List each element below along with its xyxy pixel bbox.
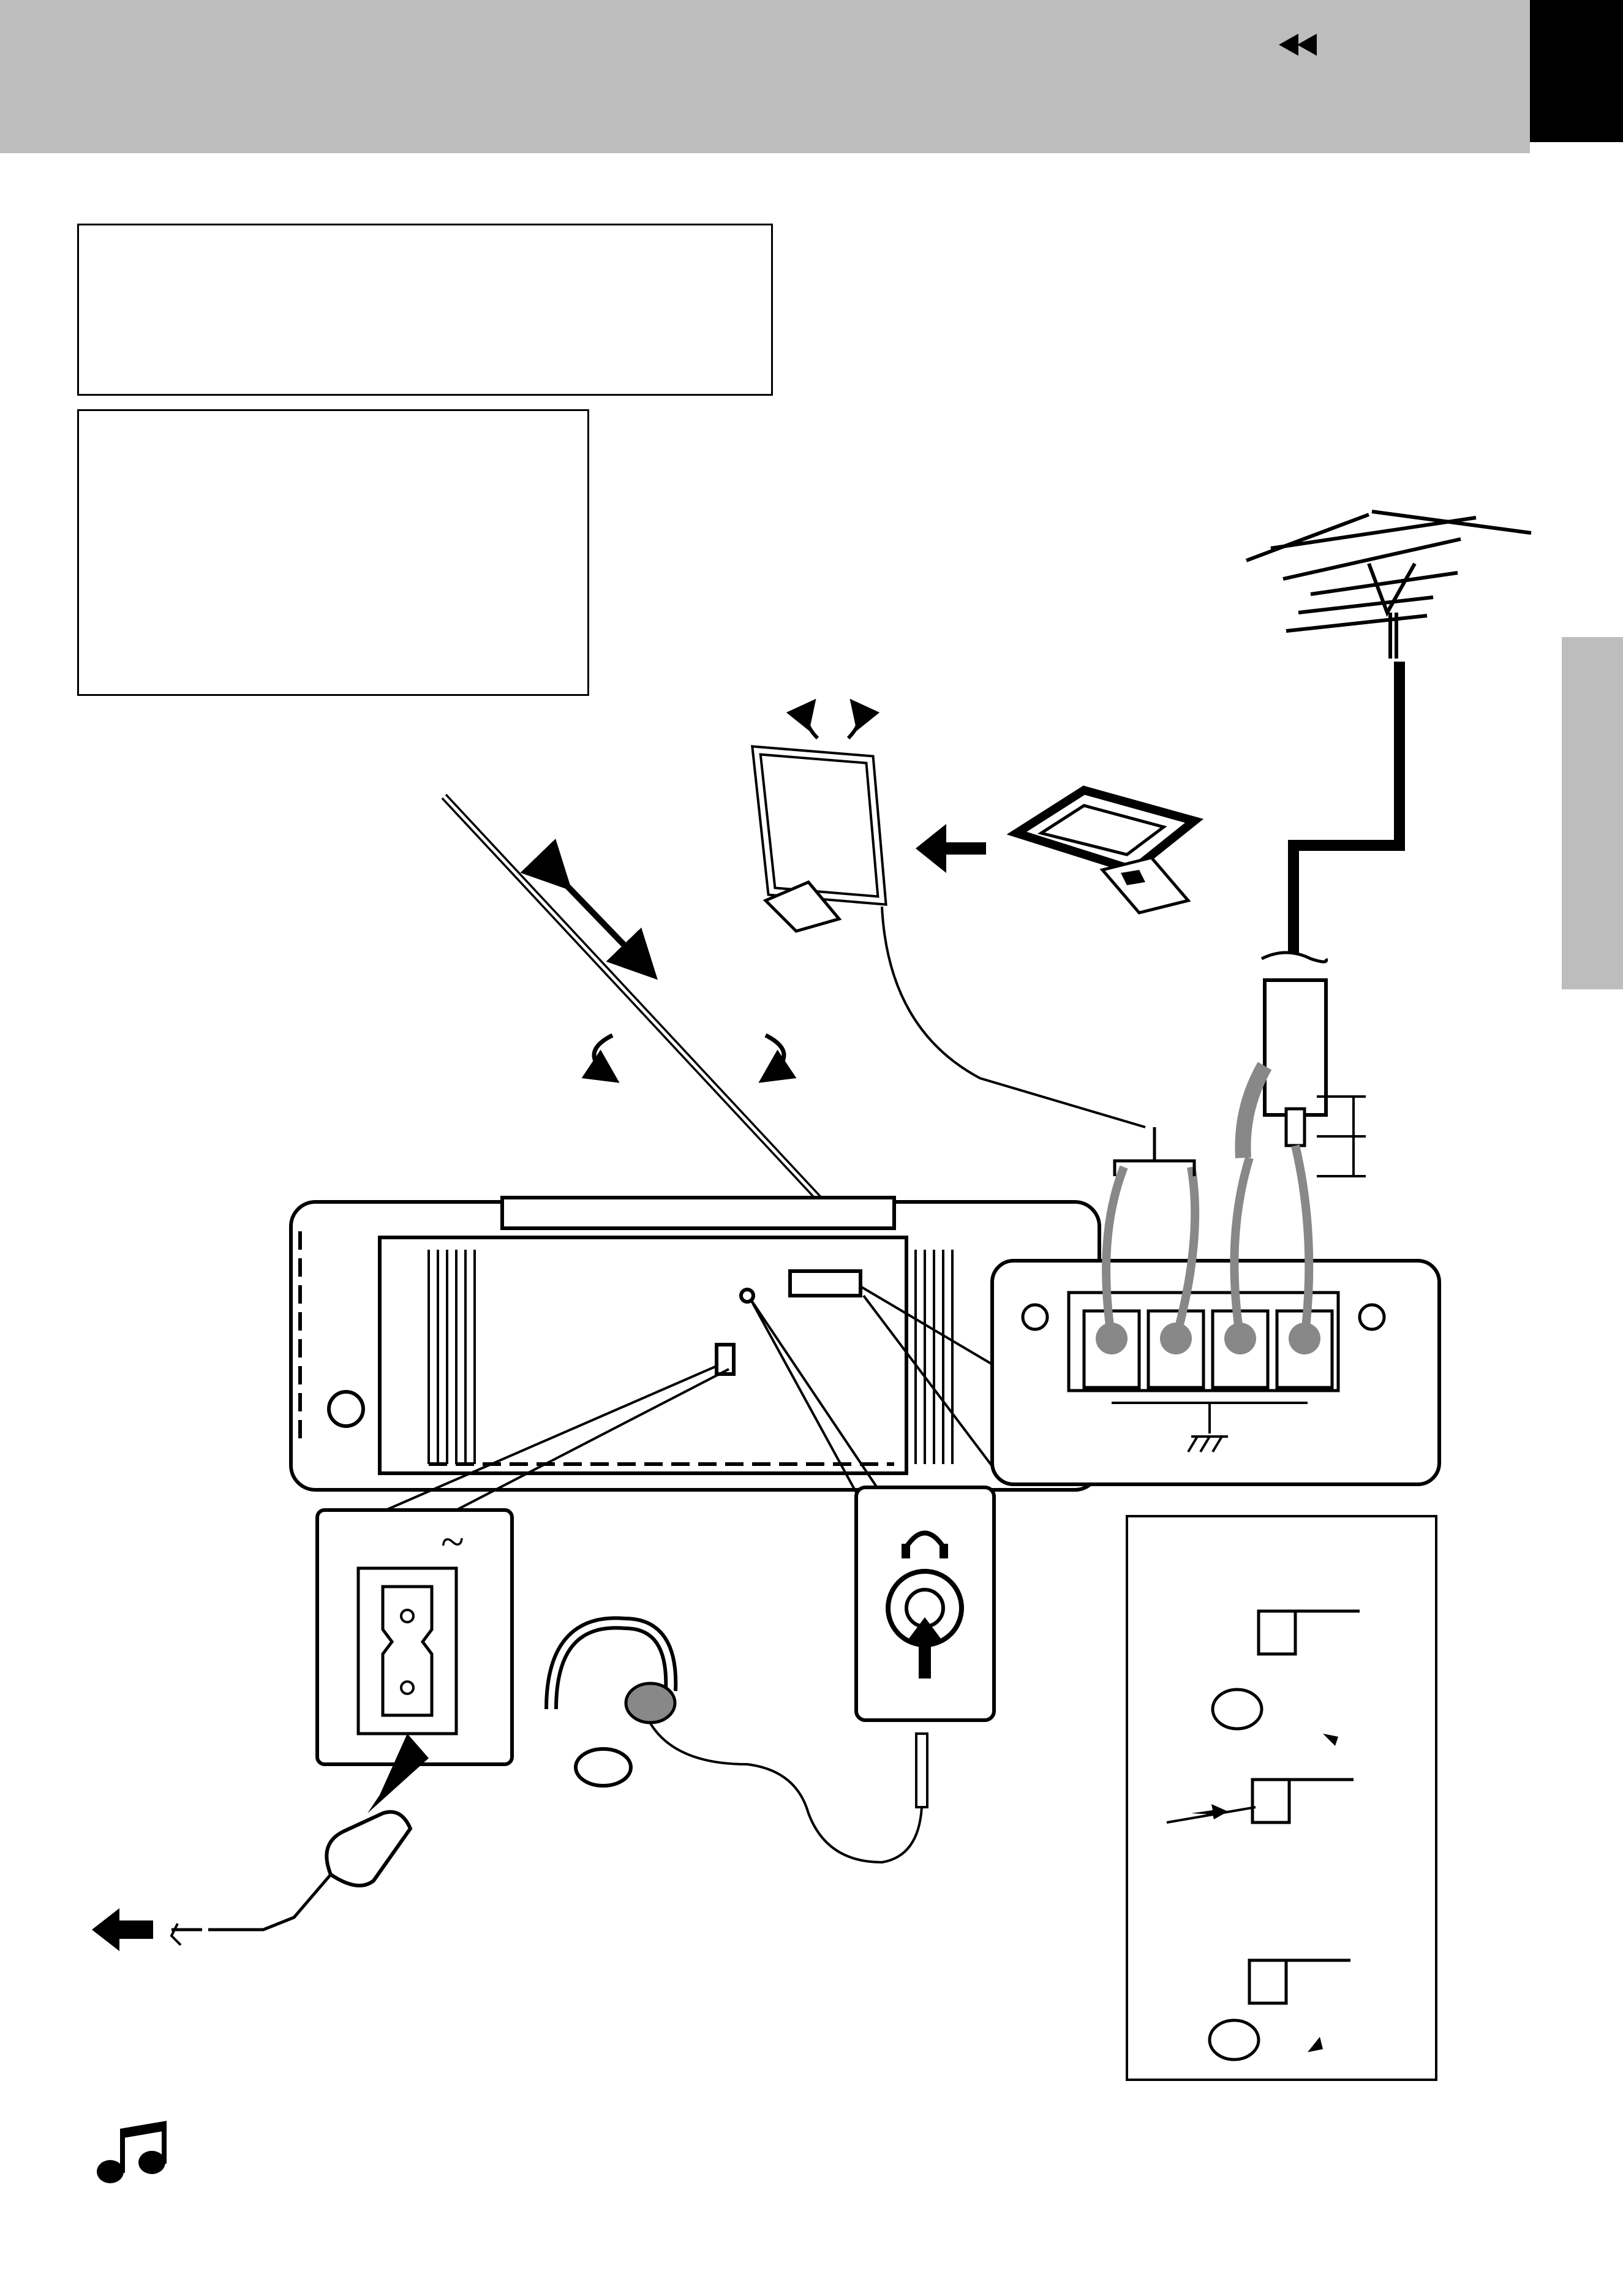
main-unit-rear — [289, 1196, 1101, 1492]
power-plug — [170, 1810, 413, 1946]
rotate-arrow-icon — [581, 1033, 797, 1083]
plug-in-arrow-icon — [367, 1734, 429, 1813]
length-dimension — [1317, 1095, 1366, 1177]
headphone-jack-panel — [854, 1486, 996, 1722]
rewind-icon — [1279, 34, 1317, 56]
callout-lines — [385, 1285, 996, 1511]
am-loop-antenna — [751, 745, 1146, 1128]
rotate-arrow-icon — [786, 698, 880, 740]
coax-cable — [1263, 978, 1328, 1117]
header-band — [0, 0, 1530, 153]
rear-vent — [427, 1250, 954, 1464]
antenna-lead-wire — [1288, 662, 1405, 953]
wavy-break-mark — [1260, 951, 1328, 964]
push-arrow-icon — [1308, 2037, 1323, 2052]
notice-box-2 — [77, 409, 589, 696]
antenna-terminal-panel — [990, 1259, 1441, 1486]
coax-core — [1284, 1107, 1306, 1147]
ground-symbol — [1112, 1402, 1308, 1453]
notice-box-1 — [77, 224, 773, 396]
assembly-arrow-icon — [916, 824, 986, 873]
headphones-icon — [904, 1530, 946, 1549]
plug-in-arrow-icon — [906, 1617, 943, 1679]
ac-inlet-panel: ~ — [315, 1508, 514, 1766]
headphones — [544, 1616, 928, 1864]
header-tab — [1530, 0, 1623, 142]
ac-label: ~ — [441, 1519, 464, 1566]
speaker-connection-inset — [1126, 1515, 1437, 2081]
to-outlet-arrow-icon — [92, 1908, 153, 1951]
extend-arrow-icon — [520, 839, 658, 980]
side-tab — [1562, 637, 1623, 989]
telescopic-antenna — [441, 793, 881, 1267]
music-note-icon — [97, 2121, 167, 2183]
terminal-wires — [1102, 1144, 1314, 1340]
fm-outdoor-antenna — [1245, 510, 1532, 659]
wire-fork — [1113, 1127, 1196, 1176]
am-loop-antenna-assembled — [1006, 785, 1204, 915]
insert-arrow-icon — [1191, 1804, 1228, 1819]
coax-shield — [1235, 1062, 1272, 1158]
release-arrow-icon — [1323, 1734, 1338, 1746]
